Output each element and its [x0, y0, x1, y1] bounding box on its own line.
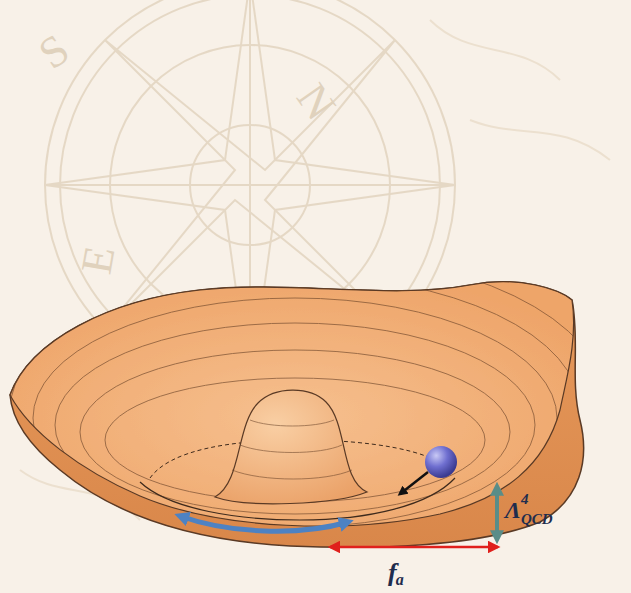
symbol-lambda: Λ	[505, 498, 521, 522]
watermark-letter: S	[32, 27, 77, 77]
watermark-letter: E	[74, 243, 122, 277]
subscript: a	[396, 572, 404, 588]
symbol-f: f	[388, 560, 397, 586]
watermark-letter: N	[289, 76, 343, 127]
subscript: QCD	[521, 512, 553, 527]
superscript: 4	[521, 492, 529, 507]
